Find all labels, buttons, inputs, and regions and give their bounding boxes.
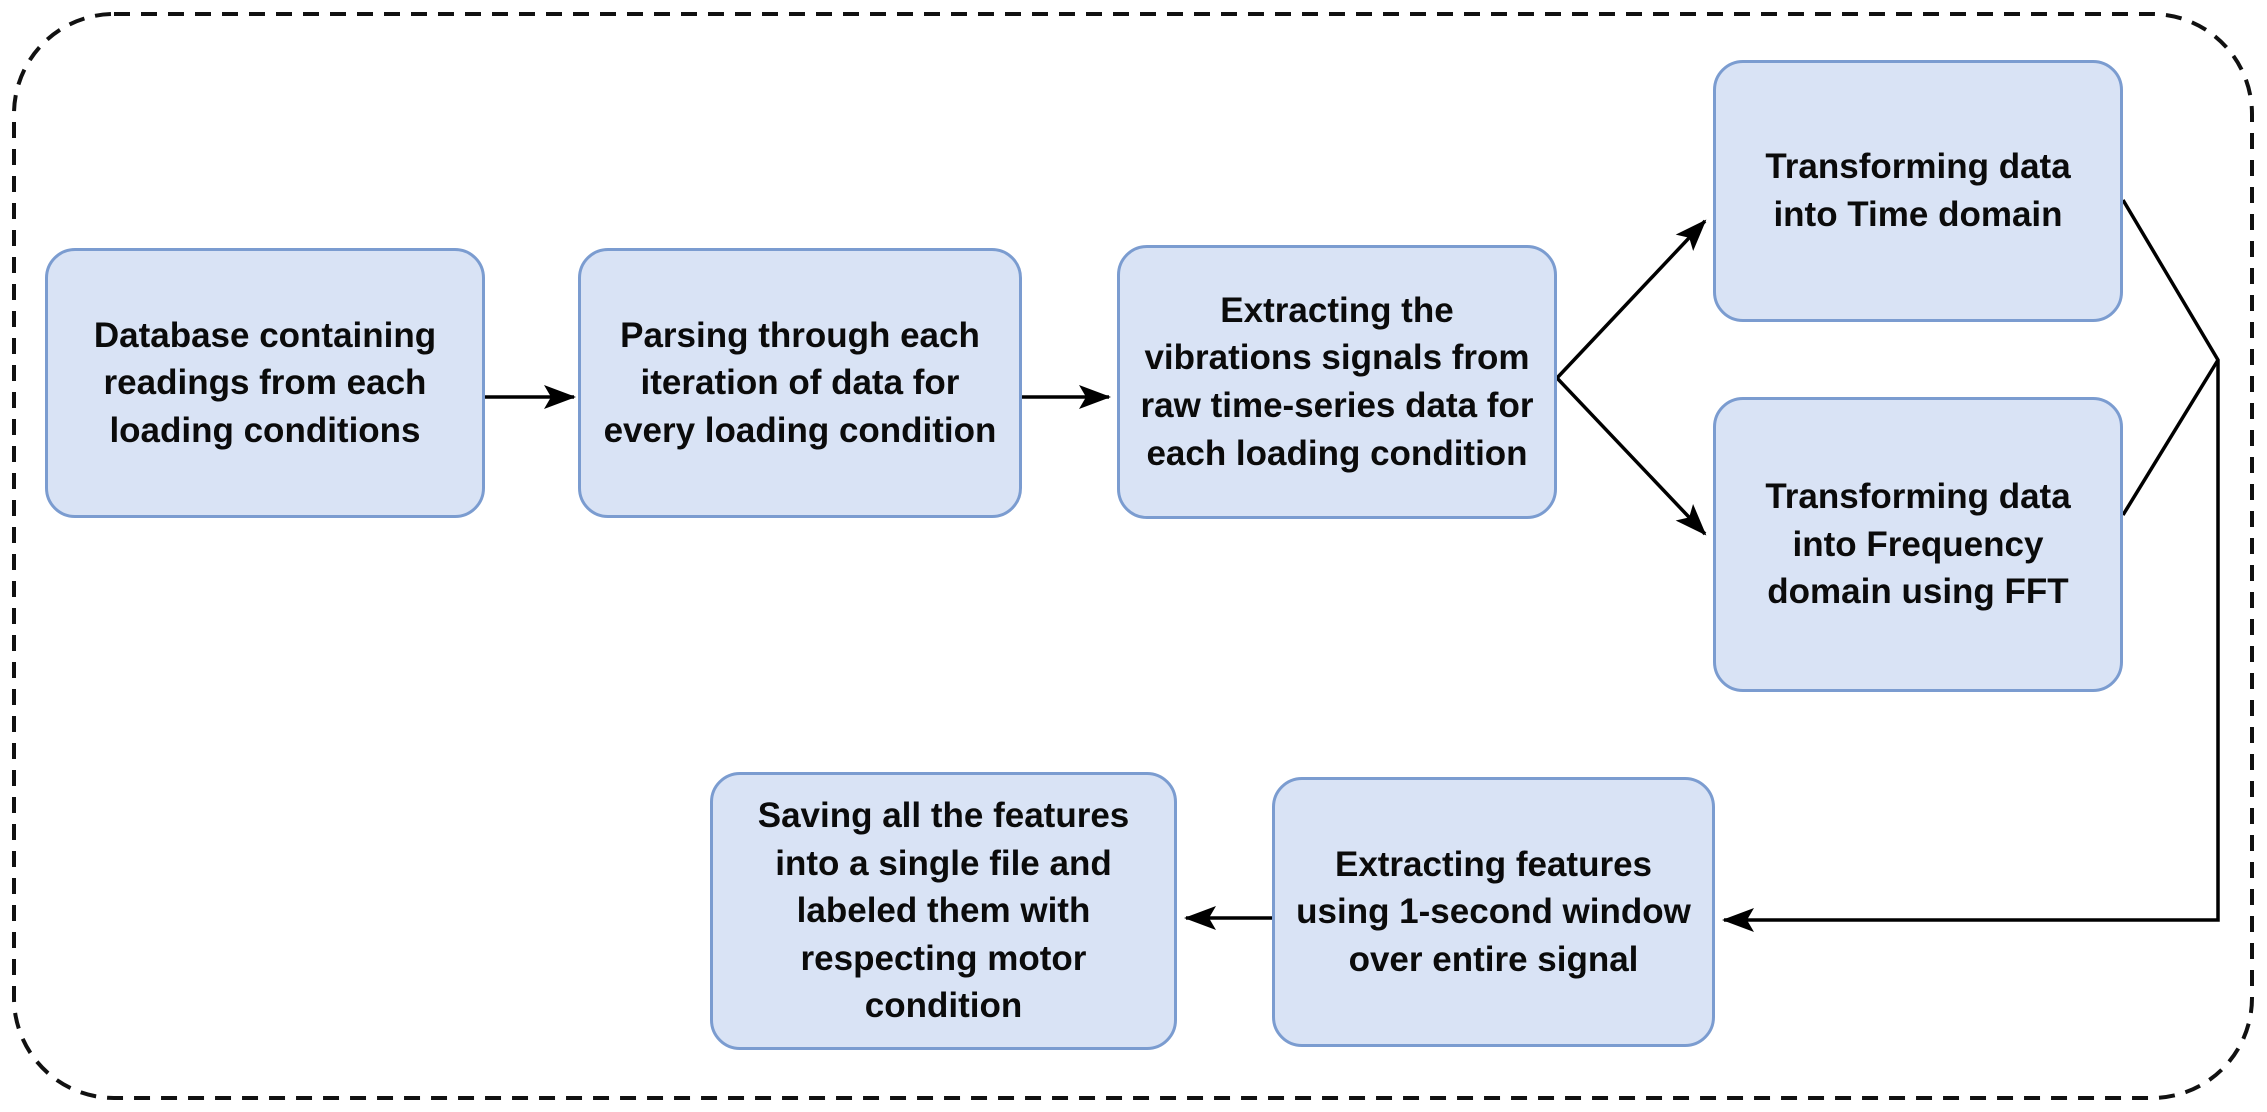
node-frequency-domain-label: Transforming data into Frequency domain … [1765,477,2071,612]
node-frequency-domain: Transforming data into Frequency domain … [1713,397,2123,692]
dashed-outer-border [12,12,2254,1100]
node-extract-vibrations-label: Extracting the vibrations signals from r… [1140,290,1534,473]
arrow-vibrations-to-time [1555,219,1707,380]
node-database: Database containing readings from each l… [45,248,485,518]
node-parsing-label: Parsing through each iteration of data f… [603,315,997,450]
line-freq-to-merge [2121,359,2220,516]
node-time-domain: Transforming data into Time domain [1713,60,2123,322]
node-database-label: Database containing readings from each l… [93,315,437,450]
node-saving-features: Saving all the features into a single fi… [710,772,1177,1050]
arrow-vibrations-to-freq [1555,376,1707,536]
node-parsing: Parsing through each iteration of data f… [578,248,1022,518]
node-extract-vibrations: Extracting the vibrations signals from r… [1117,245,1557,519]
node-extract-features: Extracting features using 1-second windo… [1272,777,1715,1047]
node-extract-features-label: Extracting features using 1-second windo… [1296,844,1691,979]
arrow-merge-to-features [1722,199,2220,932]
node-time-domain-label: Transforming data into Time domain [1765,147,2071,234]
node-saving-features-label: Saving all the features into a single fi… [757,796,1130,1026]
